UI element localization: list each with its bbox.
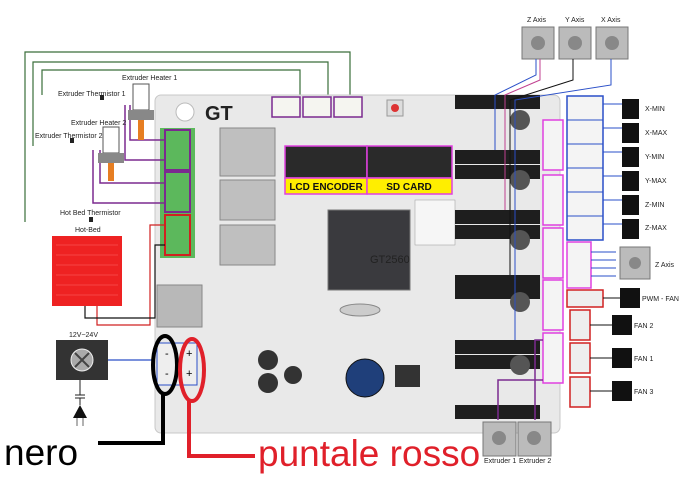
red-probe-line: [187, 401, 255, 458]
hot-bed: [52, 236, 122, 306]
lcd-encoder-label: LCD ENCODER: [289, 182, 363, 193]
label-hot-bed: Hot-Bed: [75, 227, 101, 234]
annotation-puntale-rosso: puntale rosso: [258, 433, 480, 474]
inductor: [345, 358, 385, 398]
annotation-nero: nero: [4, 432, 78, 473]
plus-terminal-2: +: [186, 368, 192, 380]
fan-label-3: FAN 3: [634, 389, 654, 396]
red-probe-marker: [178, 337, 206, 403]
endstop-y-min: Y-MIN: [645, 154, 664, 161]
mcu-chip: [327, 209, 411, 291]
extruder-heater-1: [128, 83, 154, 140]
label-extruder-thermistor-2: Extruder Thermistor 2: [35, 133, 103, 140]
usb-port: [156, 284, 203, 328]
fan-icons: [612, 288, 640, 401]
fan-label-pwm: PWM - FAN: [642, 296, 679, 303]
motor-label-extruder-1: Extruder 1: [484, 458, 516, 465]
label-extruder-thermistor-1: Extruder Thermistor 1: [58, 91, 126, 98]
label-power-supply: 12V~24V: [69, 332, 98, 339]
fan-label-2: FAN 2: [634, 323, 654, 330]
mount-hole: [175, 102, 195, 122]
top-motors: [521, 26, 629, 60]
plus-terminal: +: [186, 348, 192, 360]
board-name: GT2560: [370, 254, 410, 266]
board-logo: GT: [205, 103, 233, 125]
sd-card-label: SD CARD: [386, 182, 432, 193]
endstop-y-max: Y-MAX: [645, 178, 667, 185]
motor-label-z-axis-right: Z Axis: [655, 262, 675, 269]
label-extruder-heater-1: Extruder Heater 1: [122, 75, 177, 82]
endstop-headers: [566, 95, 604, 241]
endstop-z-max: Z-MAX: [645, 225, 667, 232]
label-extruder-heater-2: Extruder Heater 2: [71, 120, 126, 127]
motor-label-x-axis: X Axis: [601, 17, 621, 24]
fan-label-1: FAN 1: [634, 356, 654, 363]
motor-label-z-axis: Z Axis: [527, 17, 547, 24]
gt2560-board: GT LCD ENCODER SD CARD GT2560: [154, 94, 564, 434]
sd-card-label-box: [366, 177, 453, 195]
green-terminal-block: [160, 128, 195, 258]
motor-label-y-axis: Y Axis: [565, 17, 585, 24]
endstop-x-max: X-MAX: [645, 130, 668, 137]
extruder-heater-2: [98, 126, 124, 181]
endstop-switches: [622, 99, 639, 239]
endstop-x-min: X-MIN: [645, 106, 665, 113]
endstop-z-min: Z-MIN: [645, 202, 664, 209]
motor-label-extruder-2: Extruder 2: [519, 458, 551, 465]
power-plug-icon: [73, 405, 87, 418]
label-hot-bed-thermistor: Hot Bed Thermistor: [60, 210, 121, 217]
minus-terminal-2: -: [165, 368, 169, 380]
fan-headers: [566, 289, 604, 408]
black-probe-line: [98, 394, 165, 445]
thermistor-wires: [24, 51, 351, 222]
minus-terminal: -: [165, 348, 169, 360]
